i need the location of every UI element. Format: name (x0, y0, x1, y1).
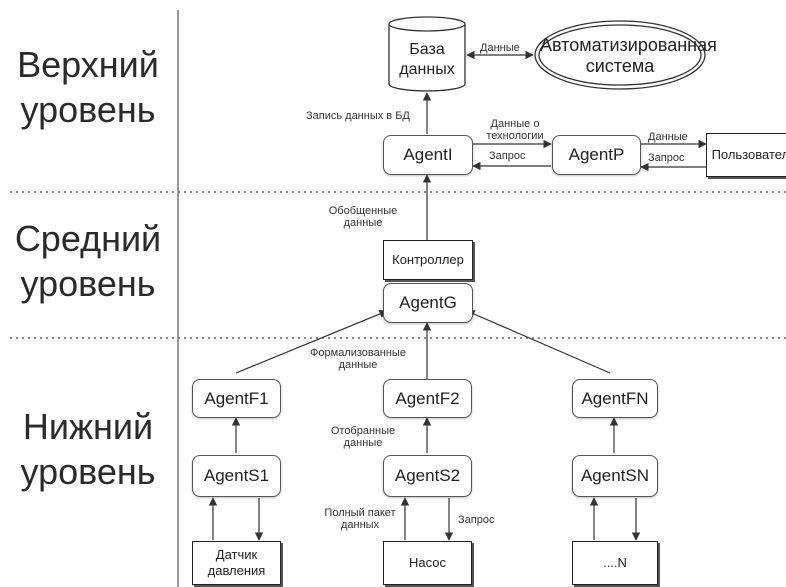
label-formalized-line1: Формализованные (310, 347, 406, 359)
label-generalized-line2: данные (343, 217, 383, 229)
level-upper-line1: Верхний (17, 44, 159, 85)
agent-i-node: AgentI (383, 135, 473, 175)
label-full-packet-line2: данных (340, 519, 380, 531)
level-middle-label: Средний уровень (0, 216, 176, 306)
level-upper-label: Верхний уровень (0, 42, 176, 132)
label-data-users: Данные (648, 131, 688, 143)
level-middle-line1: Средний (14, 218, 162, 259)
users-node: Пользователи (706, 133, 786, 177)
automated-system-node: Автоматизированная система (540, 35, 717, 77)
agent-sn-node: AgentSN (572, 455, 658, 497)
automated-system-line2: система (585, 56, 655, 76)
label-selected-line1: Отобранные (330, 425, 396, 437)
automated-system-ellipse (534, 20, 706, 90)
database-label-line2: данных (399, 61, 455, 78)
agent-p-node: AgentP (552, 135, 641, 175)
label-tech-data: Данные о технологии (476, 118, 554, 142)
label-selected-line2: данные (343, 437, 383, 449)
pressure-sensor-node: Датчик давления (192, 541, 281, 585)
edge-agentf1-agentg (235, 309, 388, 374)
label-selected-data: Отобранные данные (323, 425, 403, 449)
label-full-packet-line1: Полный пакет (324, 507, 396, 519)
label-generalized-data: Обобщенные данные (318, 205, 408, 229)
agent-g-node: AgentG (383, 283, 473, 323)
agent-f1-node: AgentF1 (192, 379, 281, 418)
label-generalized-line1: Обобщенные (328, 205, 398, 217)
agent-s1-node: AgentS1 (192, 455, 281, 497)
label-formalized-line2: данные (338, 359, 378, 371)
agent-fn-node: AgentFN (572, 379, 658, 418)
label-write-db: Запись данных в БД (306, 110, 410, 122)
database-node: База данных (389, 40, 465, 80)
label-tech-data-line1: Данные о (490, 118, 540, 130)
database-cylinder (388, 16, 466, 92)
database-label-line1: База (409, 41, 445, 58)
label-request-agenti: Запрос (489, 150, 526, 162)
label-db-system-data: Данные (480, 42, 520, 54)
label-request-users: Запрос (648, 152, 685, 164)
level-lower-line1: Нижний (22, 406, 154, 447)
agent-s2-node: AgentS2 (383, 455, 472, 497)
level-middle-line2: уровень (20, 263, 156, 304)
pressure-sensor-line2: давления (207, 563, 266, 578)
level-upper-line2: уровень (20, 89, 156, 130)
label-formalized-data: Формализованные данные (308, 347, 408, 371)
label-request-pump: Запрос (458, 514, 495, 526)
automated-system-line1: Автоматизированная (540, 35, 717, 55)
edge-agentfn-agentg (466, 310, 611, 374)
pressure-sensor-line1: Датчик (215, 547, 258, 562)
level-lower-label: Нижний уровень (0, 404, 176, 494)
agent-f2-node: AgentF2 (383, 379, 472, 418)
controller-node: Контроллер (383, 240, 473, 280)
pump-node: Насос (383, 541, 472, 585)
label-tech-data-line2: технологии (486, 130, 544, 142)
device-n-node: ....N (572, 541, 658, 585)
label-full-packet: Полный пакет данных (320, 507, 400, 531)
level-lower-line2: уровень (20, 451, 156, 492)
